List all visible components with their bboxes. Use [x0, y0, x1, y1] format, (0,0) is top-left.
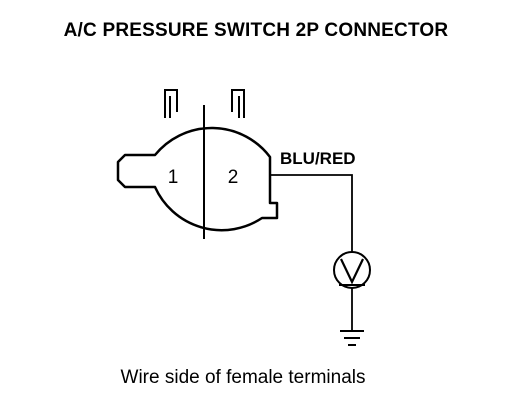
diagram-title: A/C PRESSURE SWITCH 2P CONNECTOR: [63, 20, 449, 41]
connector-lock-tabs: [164, 89, 245, 118]
ground-icon: [340, 330, 364, 346]
diagram-caption: Wire side of female terminals: [120, 367, 366, 388]
voltmeter-icon: [333, 251, 371, 289]
terminal-2-label: 2: [228, 167, 239, 188]
terminal-1-label: 1: [168, 167, 179, 188]
wire-color-label: BLU/RED: [280, 149, 356, 168]
wire-blu-red: [271, 174, 353, 252]
connector-housing: [116, 126, 279, 232]
